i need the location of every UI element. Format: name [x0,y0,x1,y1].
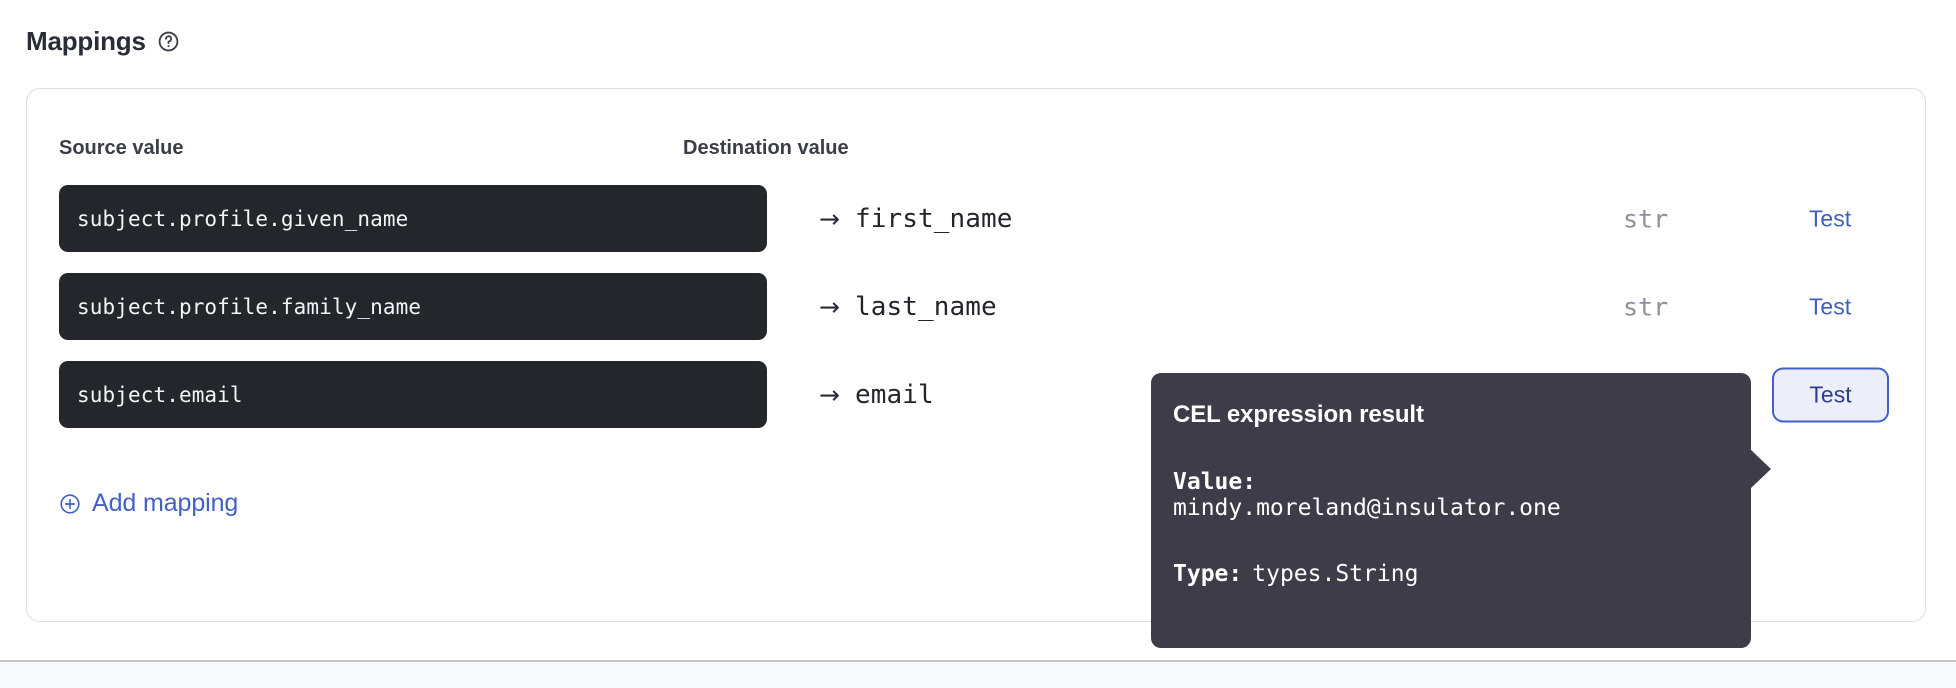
arrow-icon: → [819,292,840,322]
column-header-source: Source value [59,137,184,159]
plus-circle-icon [59,493,81,515]
destination-value-text: last_name [855,292,997,322]
table-row: subject.profile.family_name → last_name … [27,263,1925,351]
mapping-rows: subject.profile.given_name → first_name … [27,175,1925,439]
table-row: subject.email → email Test [27,351,1925,439]
help-circle-icon[interactable] [157,30,180,53]
table-row: subject.profile.given_name → first_name … [27,175,1925,263]
bottom-strip [0,662,1956,688]
source-value-field[interactable]: subject.profile.family_name [59,273,767,340]
source-value-field[interactable]: subject.email [59,361,767,428]
add-mapping-label: Add mapping [92,489,239,517]
source-value-text: subject.email [77,382,243,407]
tooltip-type-key: Type: [1173,561,1243,587]
type-label: str [1623,204,1669,234]
test-button[interactable]: Test [1808,205,1852,232]
source-value-text: subject.profile.family_name [77,294,422,319]
bottom-divider [0,660,1956,662]
source-value-field[interactable]: subject.profile.given_name [59,185,767,252]
test-button-focused[interactable]: Test [1772,367,1889,423]
type-label: str [1623,292,1669,322]
tooltip-pointer [1750,449,1771,489]
page-title: Mappings [26,26,146,56]
tooltip-value-block: Value: mindy.moreland@insulator.one [1173,469,1729,521]
destination-value-text: first_name [855,204,1013,234]
section-header: Mappings [26,28,180,54]
tooltip-type: types.String [1252,561,1419,587]
column-header-destination: Destination value [683,137,849,159]
arrow-icon: → [819,380,840,410]
arrow-icon: → [819,204,840,234]
cel-result-tooltip: CEL expression result Value: mindy.morel… [1151,373,1771,648]
add-mapping-button[interactable]: Add mapping [59,489,238,518]
test-button[interactable]: Test [1808,293,1852,320]
tooltip-type-block: Type: types.String [1173,561,1729,587]
tooltip-value-key: Value: [1173,469,1257,495]
tooltip-title: CEL expression result [1173,401,1424,428]
tooltip-value: mindy.moreland@insulator.one [1173,495,1561,521]
destination-value-text: email [855,380,934,410]
source-value-text: subject.profile.given_name [77,206,409,231]
